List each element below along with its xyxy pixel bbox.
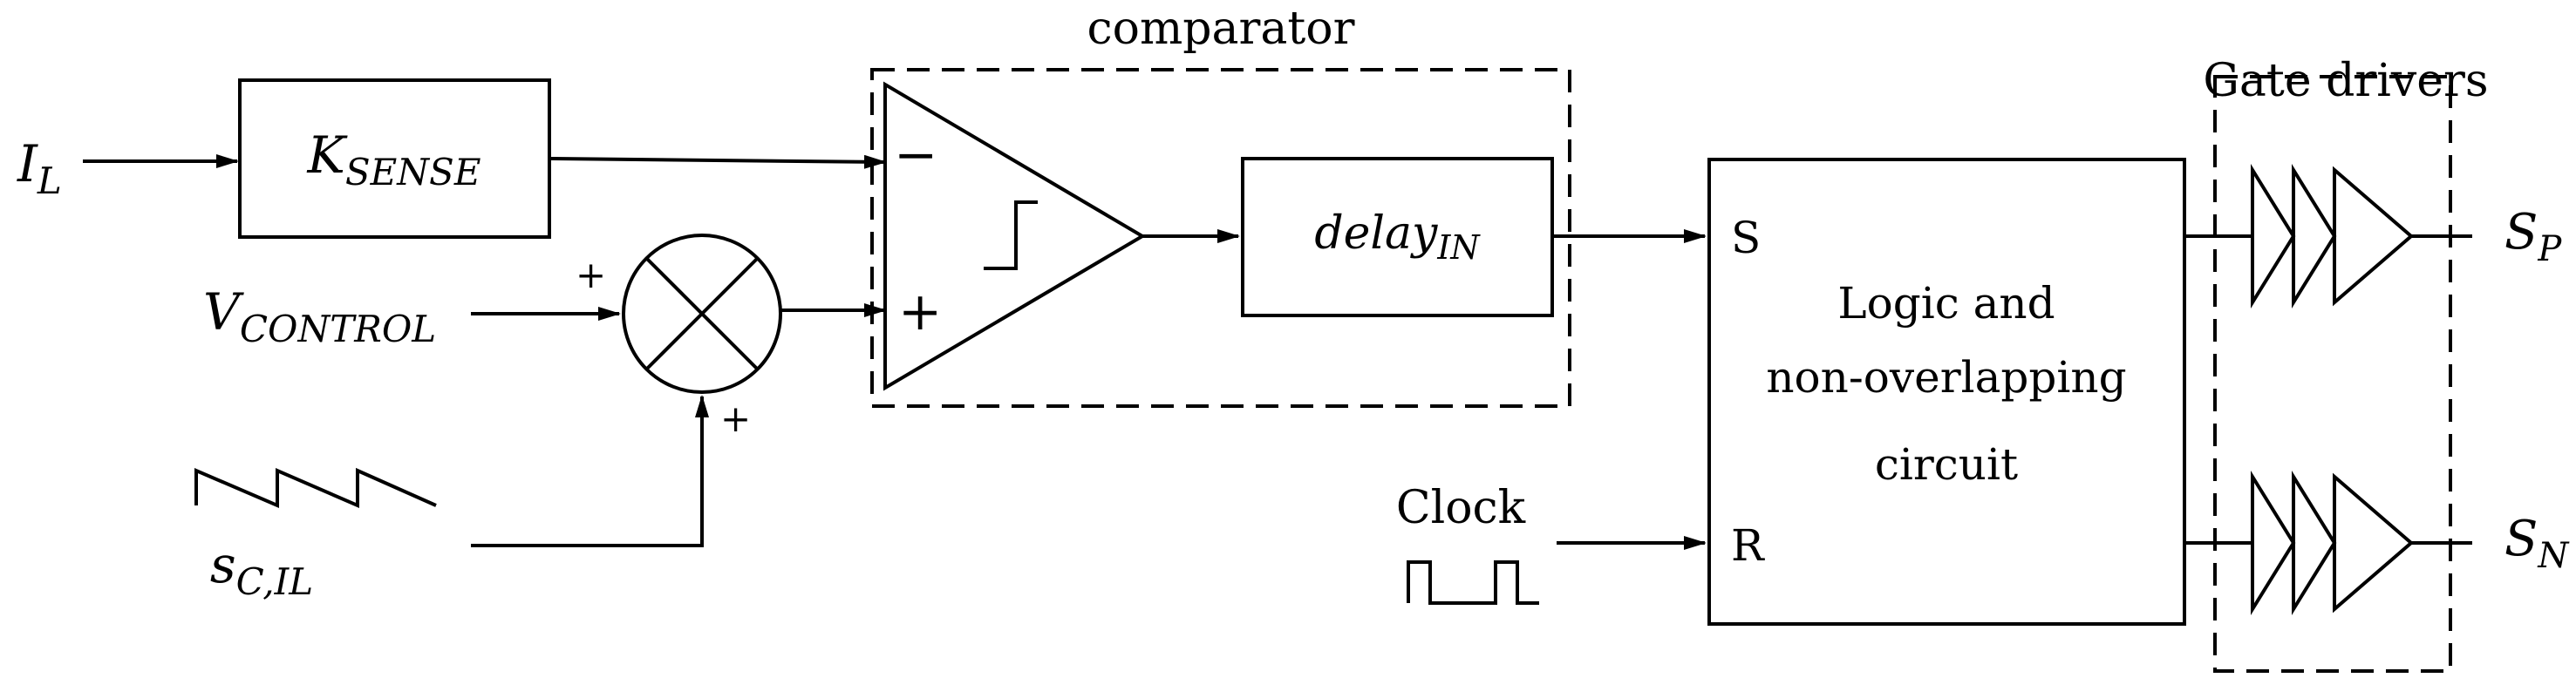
driver-p-stage-3 (2333, 166, 2415, 307)
driver-n-stage-3 (2333, 472, 2415, 614)
comparator-triangle (883, 81, 1146, 391)
comparator-minus-label: − (894, 125, 937, 186)
clock-pulse-icon (1407, 560, 1539, 605)
wire-ksense-to-comparator (549, 154, 887, 169)
vcontrol-label: VCONTROL (203, 282, 436, 350)
comparator-title: comparator (1087, 3, 1355, 55)
logic-set-label: S (1731, 213, 1761, 263)
wire-ramp-to-summer (471, 395, 709, 547)
gate-drivers-title: Gate drivers (2203, 55, 2488, 107)
il-label: IL (17, 134, 62, 202)
logic-line-3: circuit (1875, 439, 2018, 490)
driver-p-stage-1 (2251, 163, 2296, 309)
driver-p-stage-2 (2292, 163, 2337, 309)
clock-label: Clock (1396, 482, 1526, 534)
sawtooth-icon (194, 467, 437, 509)
summer-plus-bottom: + (720, 397, 751, 440)
step-icon (984, 200, 1038, 270)
logic-line-2: non-overlapping (1766, 352, 2126, 403)
logic-block (1707, 158, 2186, 626)
sn-label: SN (2504, 511, 2570, 576)
ksense-label: KSENSE (307, 125, 481, 193)
comparator-box (870, 68, 1571, 408)
summing-junction (622, 234, 782, 394)
driver-n-stage-2 (2292, 470, 2337, 616)
ramp-label: sC,IL (210, 535, 313, 603)
driver-n-stage-1 (2251, 470, 2296, 616)
summer-plus-top: + (576, 254, 606, 296)
comparator-plus-label: + (898, 281, 942, 342)
logic-reset-label: R (1731, 520, 1765, 571)
gate-drivers-box (2213, 75, 2452, 673)
logic-line-1: Logic and (1837, 278, 2055, 329)
sp-label: SP (2504, 204, 2562, 269)
delay-label: delayIN (1314, 207, 1481, 267)
summer-cross-2 (644, 256, 760, 371)
